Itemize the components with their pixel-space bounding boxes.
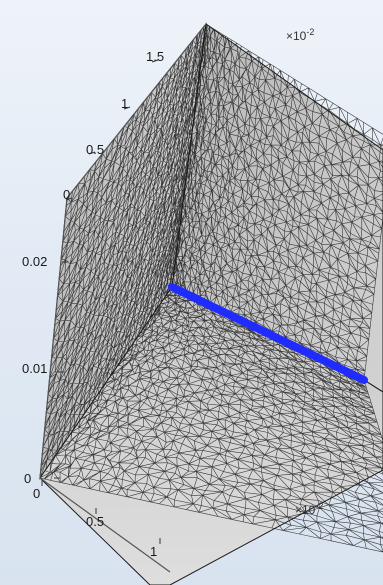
axis-ticks bbox=[39, 23, 207, 573]
z-tick-label: 1.5 bbox=[146, 49, 165, 64]
z-tick-mark bbox=[88, 151, 96, 155]
y-axis-line bbox=[39, 197, 68, 479]
z-tick-mark bbox=[123, 106, 131, 110]
z-axis-line bbox=[66, 23, 207, 199]
z-tick-label: 0 bbox=[63, 187, 71, 202]
y-tick-label: 0.02 bbox=[22, 254, 48, 269]
z-tick-mark bbox=[65, 197, 73, 201]
y-tick-label: 0 bbox=[24, 471, 32, 486]
y-tick-label: 0.01 bbox=[22, 361, 48, 376]
z-axis-exponent: ×10-2 bbox=[286, 27, 315, 43]
x-tick-label: 0 bbox=[33, 486, 41, 501]
z-tick-mark bbox=[151, 59, 159, 63]
x-tick-label: 1 bbox=[150, 544, 158, 559]
z-tick-label: 1 bbox=[121, 96, 129, 111]
z-tick-label: 0.5 bbox=[86, 142, 105, 157]
x-tick-label: 0.5 bbox=[86, 514, 105, 529]
selected-edge[interactable] bbox=[168, 283, 368, 384]
x-axis-exponent: ×10-2 bbox=[295, 501, 324, 517]
x-axis-line bbox=[39, 477, 171, 573]
